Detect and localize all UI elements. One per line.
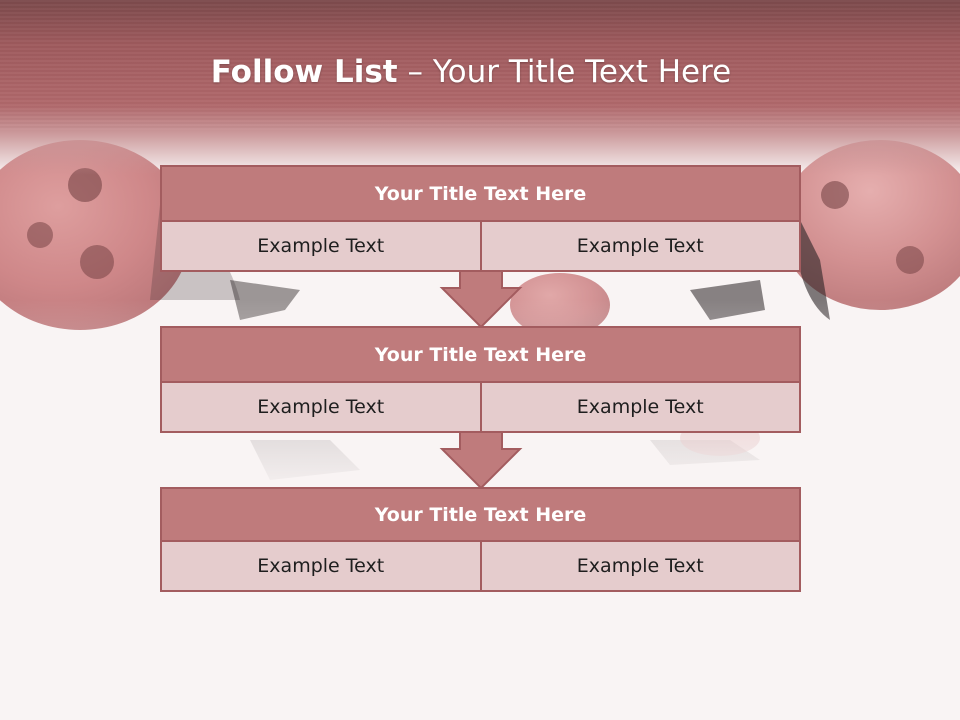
block-row: Example Text Example Text bbox=[160, 383, 801, 433]
list-block: Your Title Text Here Example Text Exampl… bbox=[160, 487, 801, 592]
slide-title: Follow List – Your Title Text Here bbox=[0, 54, 942, 90]
list-block: Your Title Text Here Example Text Exampl… bbox=[160, 165, 801, 272]
header-band bbox=[0, 0, 960, 175]
block-row: Example Text Example Text bbox=[160, 222, 801, 272]
block-cell-left[interactable]: Example Text bbox=[160, 222, 482, 272]
down-arrow-icon bbox=[439, 270, 523, 329]
block-title[interactable]: Your Title Text Here bbox=[160, 326, 801, 383]
slide-title-rest: – Your Title Text Here bbox=[407, 54, 732, 90]
down-arrow-icon bbox=[439, 431, 523, 490]
list-block: Your Title Text Here Example Text Exampl… bbox=[160, 326, 801, 433]
block-row: Example Text Example Text bbox=[160, 542, 801, 592]
block-cell-right[interactable]: Example Text bbox=[479, 383, 801, 433]
block-cell-right[interactable]: Example Text bbox=[479, 542, 801, 592]
block-cell-right[interactable]: Example Text bbox=[479, 222, 801, 272]
block-title[interactable]: Your Title Text Here bbox=[160, 487, 801, 542]
block-cell-left[interactable]: Example Text bbox=[160, 542, 482, 592]
block-title[interactable]: Your Title Text Here bbox=[160, 165, 801, 222]
slide-title-bold: Follow List bbox=[210, 54, 398, 90]
block-cell-left[interactable]: Example Text bbox=[160, 383, 482, 433]
